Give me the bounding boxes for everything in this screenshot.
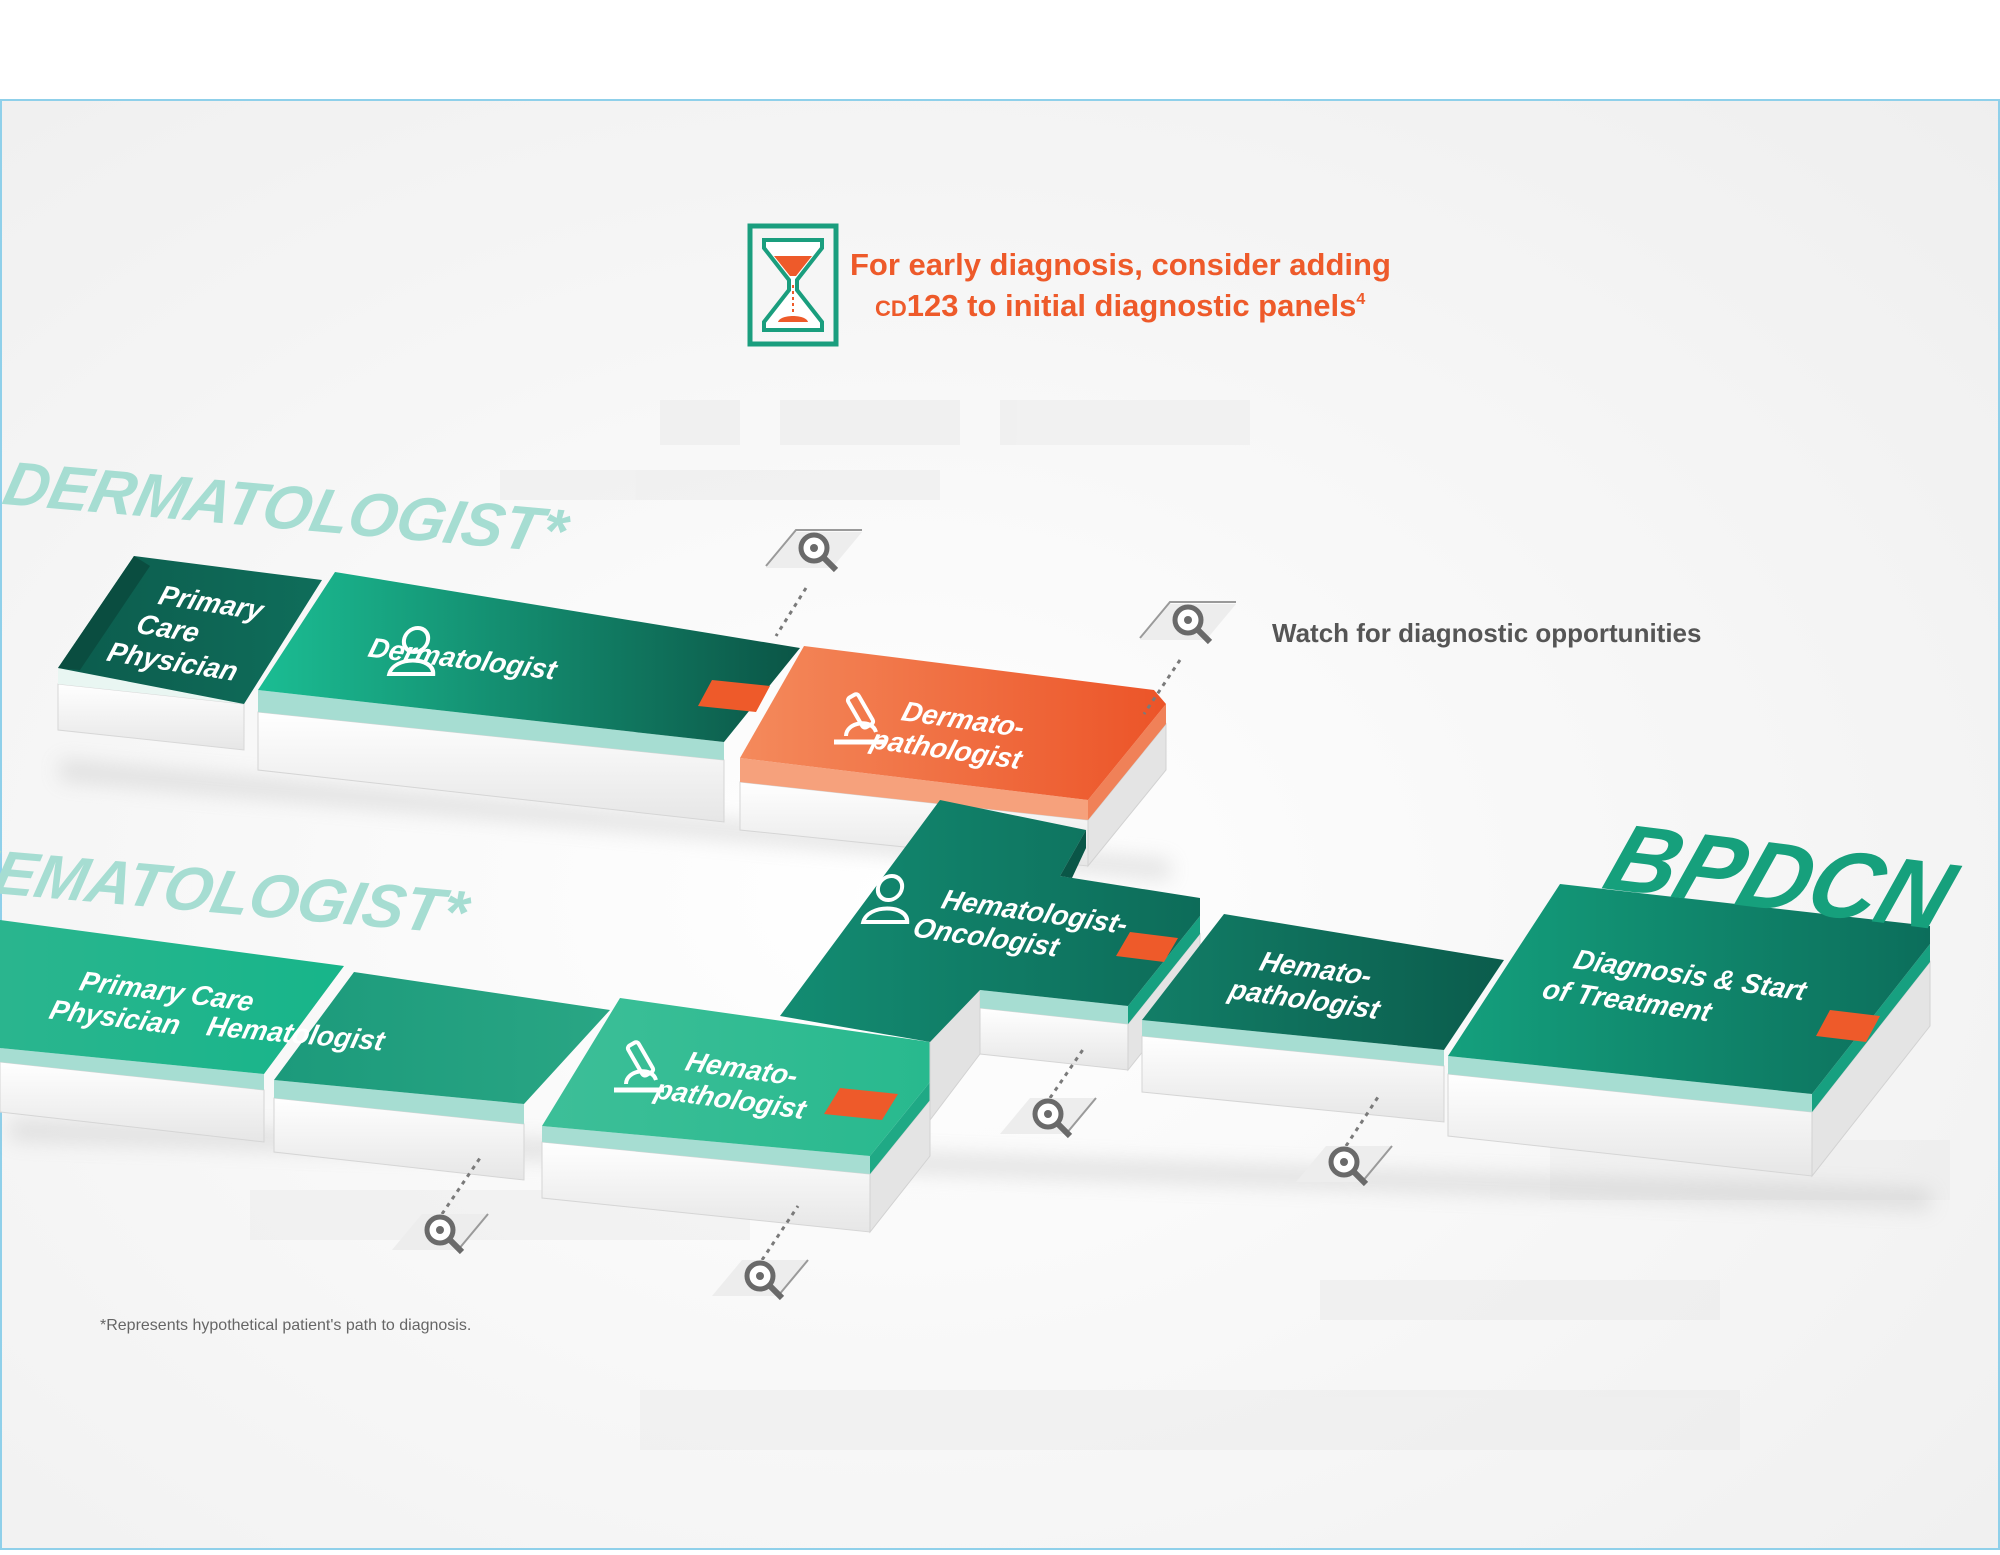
microscope-icon: [834, 692, 884, 745]
tile-hematologist: [273, 972, 610, 1181]
tile-primary-care-physician-derm: [57, 556, 322, 751]
magnifier-eye-icon: [392, 1157, 489, 1255]
tile-hematologist-oncologist: [780, 800, 1201, 1122]
tile-hematopathologist-2: [1141, 914, 1504, 1123]
tile-hematopathologist: [541, 998, 931, 1234]
footnote: *Represents hypothetical patient's path …: [100, 1317, 471, 1334]
callout-line-2-main: 123 to initial diagnostic panels: [907, 288, 1357, 323]
doctor-person-icon: [860, 874, 910, 924]
tile-dermatologist: [257, 572, 800, 823]
hourglass-icon: [747, 223, 839, 347]
doctor-person-icon: [386, 626, 436, 676]
callout-superscript: 4: [1356, 291, 1365, 308]
magnifier-eye-icon: [1000, 1047, 1097, 1139]
magnifier-eye-icon: [1296, 1093, 1393, 1187]
tile-diagnosis-start-treatment: [1447, 884, 1931, 1178]
magnifier-eye-icon: [712, 1205, 809, 1301]
tile-primary-care-physician-hem: [0, 920, 344, 1143]
label-primary-care-hem: Primary Care Physician: [46, 963, 265, 1049]
callout-cd-prefix: CD: [875, 296, 907, 321]
magnifier-eye-icon: [1139, 601, 1236, 715]
callout-line-1: For early diagnosis, consider adding: [850, 247, 1391, 282]
magnifier-markers: [392, 529, 1393, 1301]
watch-label: Watch for diagnostic opportunities: [1272, 618, 1701, 648]
callout-line-2: CD123 to initial diagnostic panels4: [875, 288, 1365, 323]
magnifier-eye-icon: [765, 529, 862, 637]
microscope-icon: [614, 1040, 664, 1093]
